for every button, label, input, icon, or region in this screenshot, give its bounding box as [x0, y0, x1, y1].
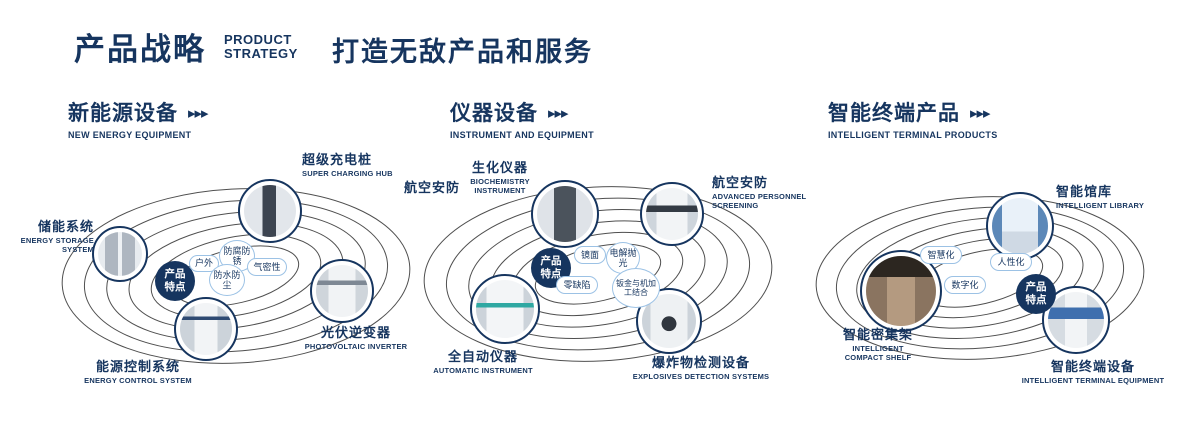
terminal-equipment-photo — [1048, 292, 1104, 348]
feature-bubble-label: 户外 — [194, 258, 213, 269]
super-charging-label: 超级充电桩 SUPER CHARGING HUB — [302, 152, 414, 178]
feature-badge: 产品特点 — [1016, 274, 1056, 314]
feature-bubble: 气密性 — [247, 258, 287, 276]
energy-storage-circle — [92, 226, 148, 282]
page-title: 产品战略 — [74, 32, 206, 67]
product-sublabel: INTELLIGENT TERMINAL EQUIPMENT — [1021, 375, 1165, 385]
feature-badge-label: 产品特点 — [164, 267, 186, 293]
product-sublabel: AUTOMATIC INSTRUMENT — [433, 365, 533, 375]
feature-bubble: 智慧化 — [920, 246, 962, 264]
feature-bubble: 数字化 — [944, 276, 986, 294]
feature-bubble-label: 气密性 — [253, 261, 281, 272]
section-title-row: 新能源设备 ▸▸▸ — [68, 97, 209, 127]
triple-arrow-icon: ▸▸▸ — [188, 104, 209, 122]
compact-shelf-label: 智能密集架 INTELLIGENT COMPACT SHELF — [832, 327, 924, 362]
product-sublabel: ENERGY CONTROL SYSTEM — [84, 375, 192, 385]
feature-bubble-label: 智慧化 — [927, 249, 955, 260]
product-label: 储能系统 — [37, 219, 94, 234]
aviation-security-label: 航空安防 ADVANCED PERSONNEL SCREENING — [712, 175, 822, 210]
feature-bubble: 钣金与机加工结合 — [612, 268, 660, 308]
product-label: 航空安防 — [712, 175, 769, 190]
feature-badge-label: 产品特点 — [540, 254, 562, 280]
product-label: 爆炸物检测设备 — [651, 355, 750, 370]
feature-bubble: 镜面 — [574, 246, 606, 264]
product-label: 生化仪器 — [471, 160, 528, 175]
biochemistry-photo — [537, 186, 593, 242]
triple-arrow-icon: ▸▸▸ — [548, 104, 569, 122]
section-header-new-energy: 新能源设备 ▸▸▸ NEW ENERGY EQUIPMENT — [68, 97, 209, 140]
section-subtitle: INTELLIGENT TERMINAL PRODUCTS — [828, 130, 998, 140]
feature-bubble: 零缺陷 — [556, 276, 598, 294]
section-header-instrument: 仪器设备 ▸▸▸ INSTRUMENT AND EQUIPMENT — [450, 97, 594, 140]
automatic-instrument-circle — [470, 274, 540, 344]
super-charging-photo — [244, 185, 296, 237]
energy-control-label: 能源控制系统 ENERGY CONTROL SYSTEM — [82, 359, 194, 385]
feature-bubble: 人性化 — [990, 253, 1032, 271]
biochemistry-circle — [531, 180, 599, 248]
product-label: 超级充电桩 — [302, 152, 373, 167]
slogan: 打造无敌产品和服务 — [332, 37, 593, 67]
energy-storage-photo — [98, 232, 142, 276]
pv-inverter-label: 光伏逆变器 PHOTOVOLTAIC INVERTER — [298, 325, 414, 351]
page-title-en-line1: PRODUCT — [224, 32, 292, 47]
product-label: 全自动仪器 — [447, 349, 518, 364]
feature-bubble-label: 零缺陷 — [563, 279, 591, 290]
page-title-en-line2: STRATEGY — [224, 45, 298, 61]
product-sublabel: ENERGY STORAGE SYSTEM — [20, 235, 94, 254]
product-sublabel: BIOCHEMISTRY INSTRUMENT — [470, 176, 530, 195]
intelligent-library-circle — [986, 192, 1054, 260]
product-label: 光伏逆变器 — [320, 325, 391, 340]
feature-bubble-label: 镜面 — [580, 249, 599, 260]
super-charging-circle — [238, 179, 302, 243]
product-sublabel: EXPLOSIVES DETECTION SYSTEMS — [632, 371, 770, 381]
aviation-security-circle — [640, 182, 704, 246]
feature-badge-label: 产品特点 — [1025, 280, 1047, 306]
explosives-detection-label: 爆炸物检测设备 EXPLOSIVES DETECTION SYSTEMS — [628, 355, 774, 381]
section-subtitle: NEW ENERGY EQUIPMENT — [68, 130, 192, 140]
feature-bubble-label: 防水防尘 — [213, 269, 241, 290]
product-label: 智能终端设备 — [1050, 359, 1135, 374]
automatic-instrument-label: 全自动仪器 AUTOMATIC INSTRUMENT — [424, 349, 542, 375]
product-sublabel: INTELLIGENT LIBRARY — [1056, 200, 1145, 210]
pv-inverter-circle — [310, 259, 374, 323]
aviation-security-side-label: 航空安防 — [404, 180, 461, 195]
feature-badge: 产品特点 — [531, 248, 571, 288]
section-title: 智能终端产品 — [828, 102, 960, 125]
page-title-en: PRODUCT STRATEGY — [224, 33, 298, 60]
triple-arrow-icon: ▸▸▸ — [970, 104, 991, 122]
feature-bubble-label: 钣金与机加工结合 — [616, 278, 656, 297]
section-subtitle: INSTRUMENT AND EQUIPMENT — [450, 130, 594, 140]
product-sublabel: SUPER CHARGING HUB — [302, 168, 393, 178]
terminal-equipment-label: 智能终端设备 INTELLIGENT TERMINAL EQUIPMENT — [1018, 359, 1168, 385]
feature-bubble-label: 数字化 — [951, 279, 979, 290]
feature-bubble: 防水防尘 — [209, 264, 245, 296]
product-label: 智能密集架 — [842, 327, 913, 342]
section-title-row: 仪器设备 ▸▸▸ — [450, 97, 594, 127]
automatic-instrument-photo — [476, 280, 534, 338]
intelligent-library-photo — [992, 198, 1048, 254]
feature-badge: 产品特点 — [155, 261, 195, 301]
feature-bubble-label: 人性化 — [997, 256, 1025, 267]
section-header-intelligent-terminal: 智能终端产品 ▸▸▸ INTELLIGENT TERMINAL PRODUCTS — [828, 97, 998, 140]
section-title: 仪器设备 — [450, 102, 538, 125]
feature-bubble-label: 防腐防锈 — [223, 245, 251, 266]
biochemistry-label: 生化仪器 BIOCHEMISTRY INSTRUMENT — [452, 160, 548, 195]
product-label: 能源控制系统 — [95, 359, 180, 374]
energy-control-photo — [180, 303, 232, 355]
product-sublabel: ADVANCED PERSONNEL SCREENING — [712, 191, 807, 210]
product-sublabel: INTELLIGENT COMPACT SHELF — [844, 343, 912, 362]
section-title: 新能源设备 — [68, 102, 178, 125]
section-title-row: 智能终端产品 ▸▸▸ — [828, 97, 998, 127]
energy-storage-label: 储能系统 ENERGY STORAGE SYSTEM — [14, 219, 94, 254]
pv-inverter-photo — [316, 265, 368, 317]
compact-shelf-photo — [866, 256, 936, 326]
product-label: 智能馆库 — [1056, 184, 1113, 199]
explosives-detection-photo — [642, 294, 696, 348]
product-sublabel: PHOTOVOLTAIC INVERTER — [304, 341, 408, 351]
aviation-security-photo — [646, 188, 698, 240]
intelligent-library-label: 智能馆库 INTELLIGENT LIBRARY — [1056, 184, 1166, 210]
feature-bubble-label: 电解抛光 — [609, 247, 637, 268]
energy-control-circle — [174, 297, 238, 361]
feature-bubble: 户外 — [189, 255, 219, 272]
